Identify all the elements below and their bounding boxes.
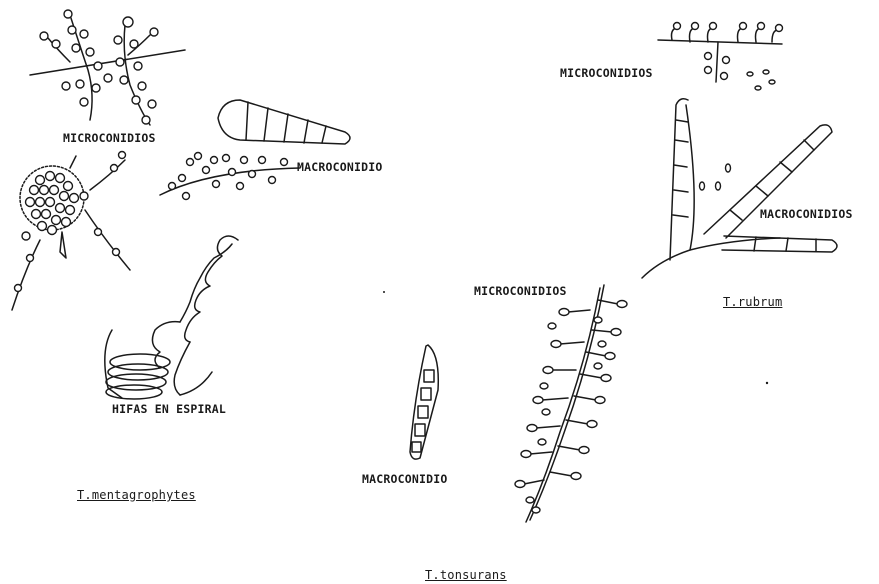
rubrum-hypha-microconidia — [658, 23, 783, 91]
mentagrophytes-spiral-hyphae — [105, 236, 238, 399]
rubrum-species-label: T.rubrum — [723, 295, 782, 309]
tonsurans-macroconidium-label: MACROCONIDIO — [362, 472, 447, 486]
mentagrophytes-species-label: T.mentagrophytes — [77, 488, 196, 502]
tonsurans-species-label: T.tonsurans — [425, 568, 507, 582]
rubrum-macroconidia — [642, 99, 837, 278]
mentagrophytes-spiral-label: HIFAS EN ESPIRAL — [112, 402, 226, 416]
rubrum-macroconidia-label: MACROCONIDIOS — [760, 207, 853, 221]
mentagrophytes-macroconidium — [218, 100, 350, 144]
tonsurans-microconidia-label: MICROCONIDIOS — [474, 284, 567, 298]
mentagrophytes-macroconidium-label: MACROCONIDIO — [297, 160, 382, 174]
stray-dot — [766, 382, 768, 384]
mentagrophytes-hypha-microconidia — [160, 153, 300, 200]
mentagrophytes-microconidia-cluster — [30, 10, 185, 125]
mentagrophytes-microconidia-label: MICROCONIDIOS — [63, 131, 156, 145]
rubrum-microconidia-label: MICROCONIDIOS — [560, 66, 653, 80]
tonsurans-hypha-microconidia — [515, 285, 627, 522]
mentagrophytes-grape-cluster — [12, 152, 130, 311]
tonsurans-macroconidium — [410, 345, 438, 459]
stray-dot — [383, 291, 385, 293]
